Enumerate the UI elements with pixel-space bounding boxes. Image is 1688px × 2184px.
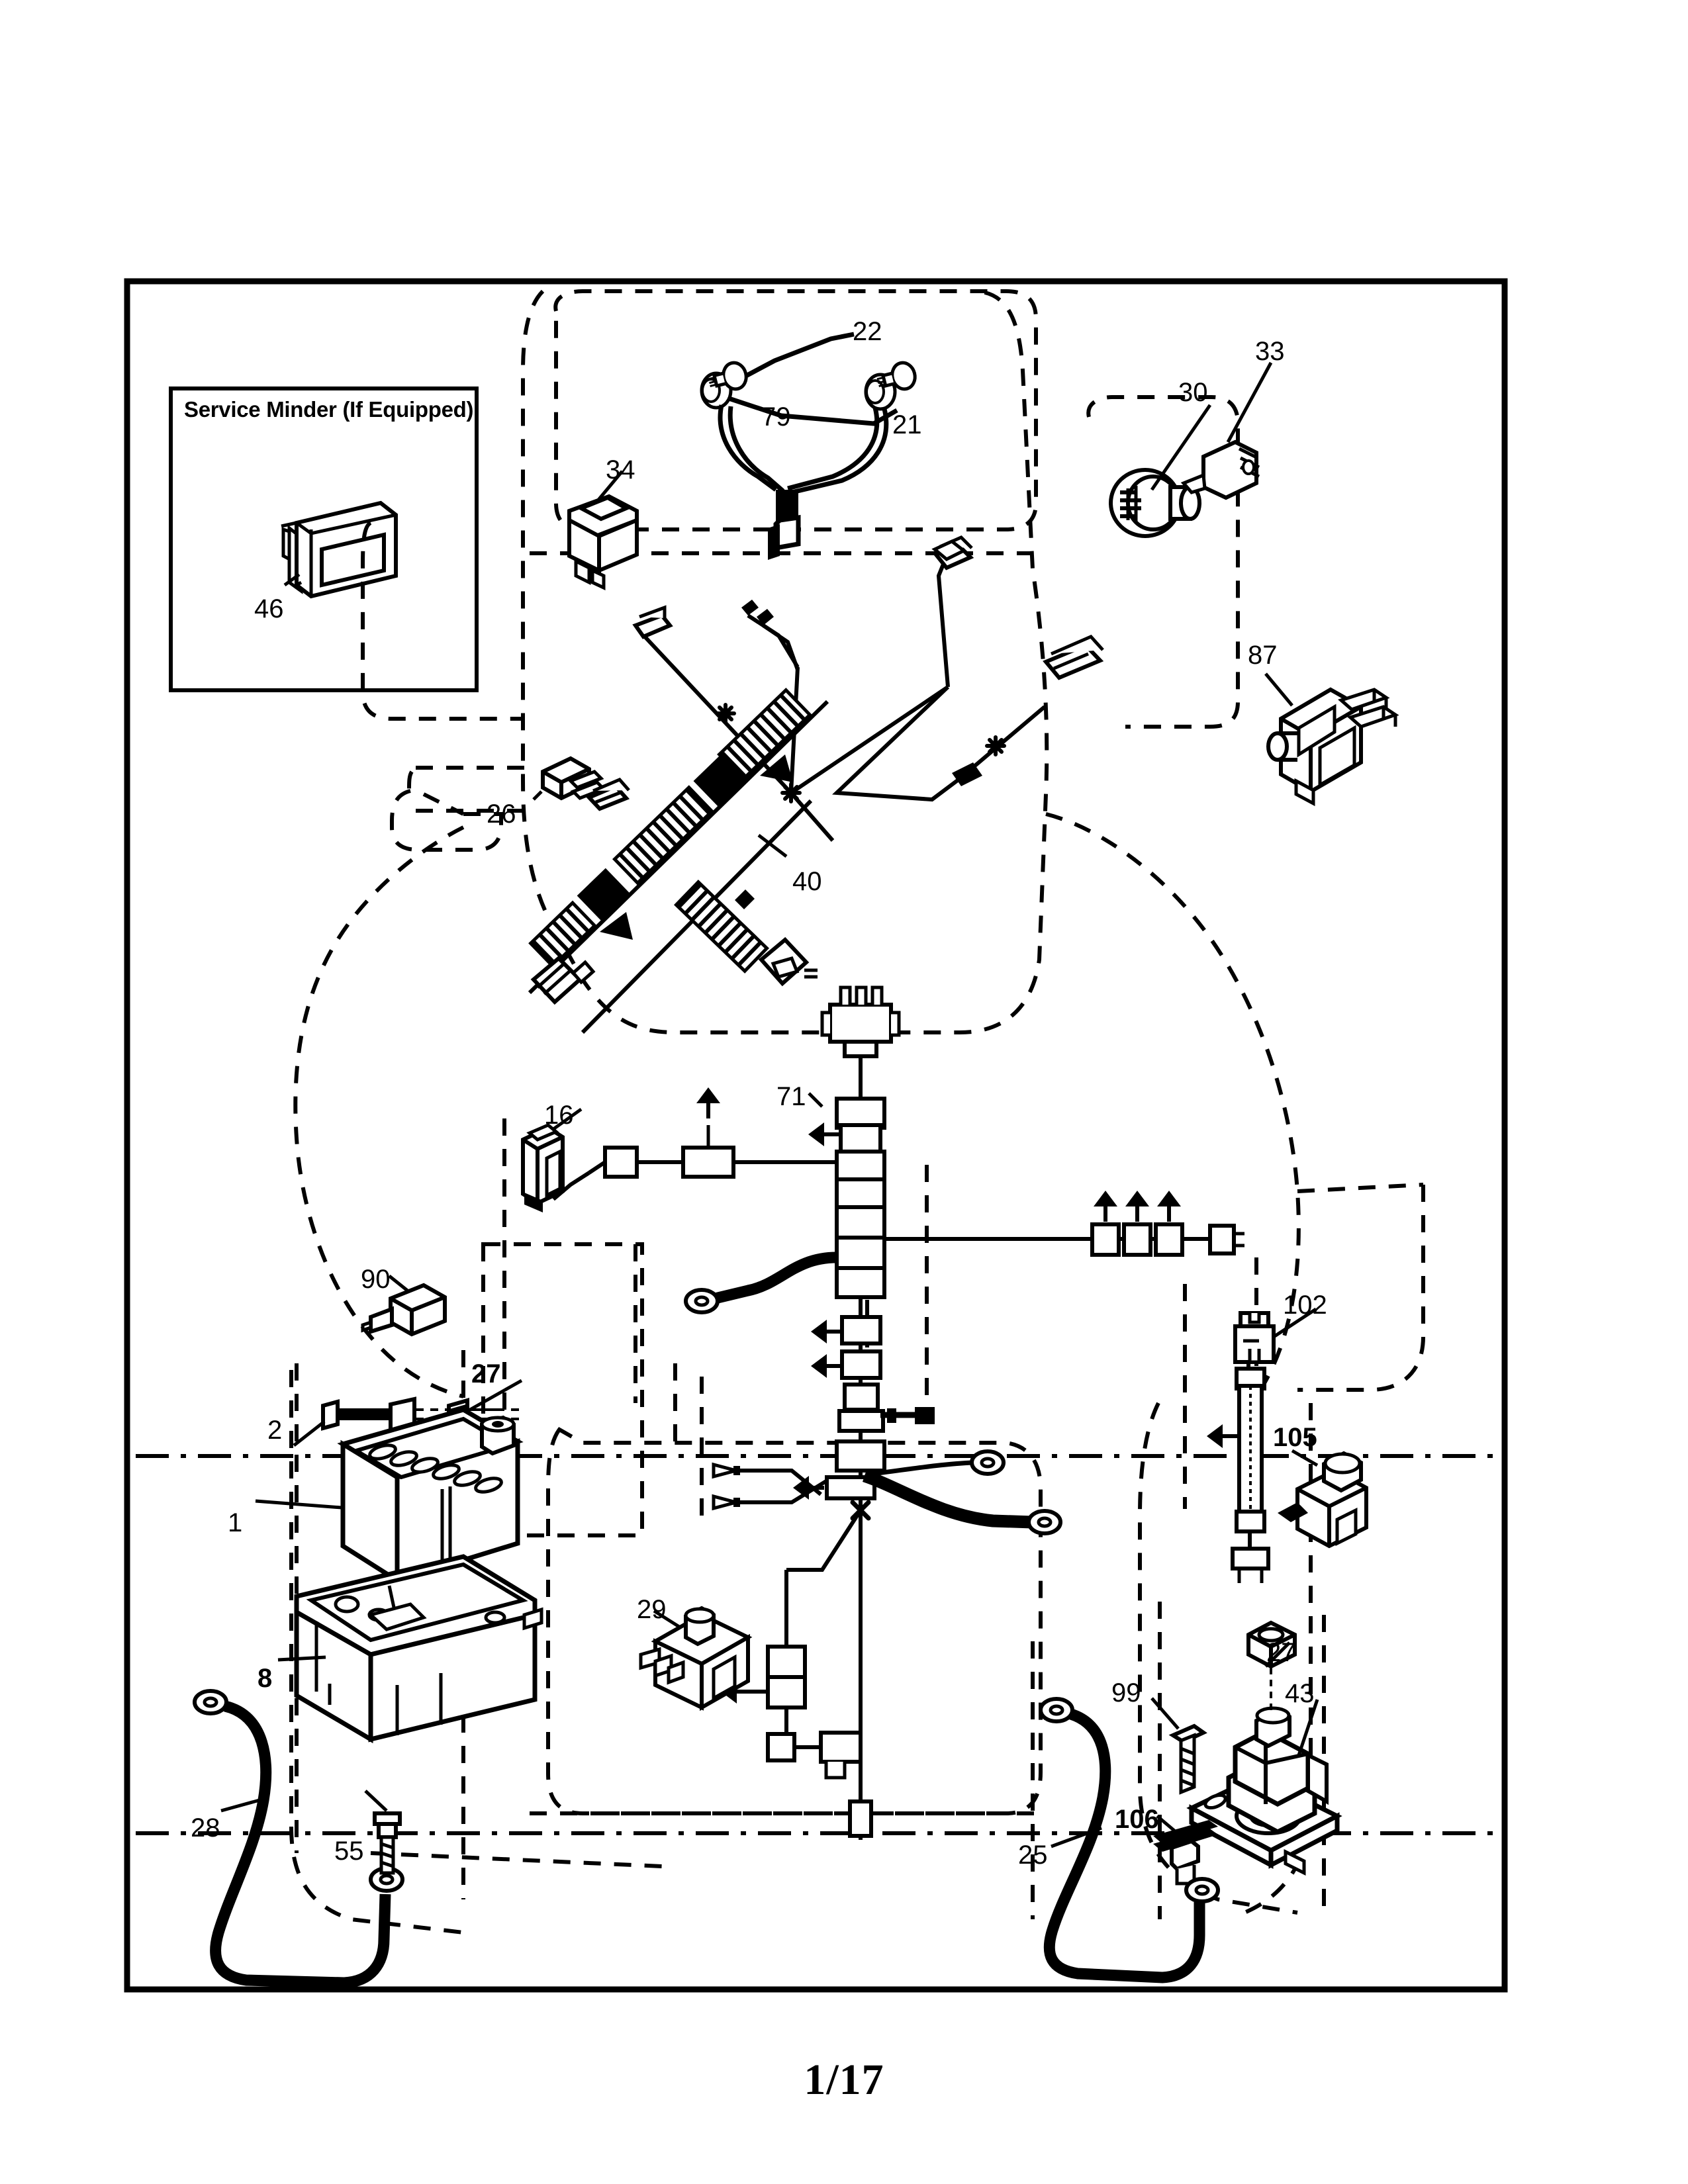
- callout-43: 43: [1285, 1679, 1315, 1708]
- callout-22: 22: [853, 317, 882, 346]
- ignition-switch-30: [1109, 404, 1212, 538]
- callout-79: 79: [761, 402, 791, 432]
- callout-102: 102: [1283, 1291, 1327, 1320]
- callout-71: 71: [776, 1082, 806, 1111]
- callout-106: 106: [1115, 1805, 1159, 1834]
- callout-27a: 27: [471, 1359, 501, 1388]
- callout-46: 46: [254, 594, 284, 623]
- service-minder-inset-box: [169, 387, 479, 692]
- callout-40: 40: [792, 867, 822, 896]
- callout-21: 21: [892, 410, 922, 439]
- clip-26: [532, 756, 607, 801]
- ground-screw-55: [364, 1790, 402, 1875]
- callout-105: 105: [1273, 1423, 1317, 1452]
- callout-99: 99: [1111, 1678, 1141, 1707]
- battery-tray-8: [277, 1554, 543, 1744]
- hood-connector-flags: [632, 535, 1104, 786]
- callout-34: 34: [606, 455, 635, 484]
- ground-cable-28: [195, 1691, 402, 1989]
- plunger-switch-29: [639, 1606, 753, 1711]
- hood-wire-branches: [643, 558, 1046, 842]
- connector-16: [521, 1107, 583, 1212]
- service-minder-inset-title: Service Minder (If Equipped): [184, 397, 474, 422]
- service-minder-module: [281, 500, 398, 599]
- battery-1: [255, 1407, 524, 1585]
- callout-26: 26: [487, 799, 516, 829]
- callout-2: 2: [267, 1416, 283, 1445]
- diagram-frame: [124, 278, 1508, 1993]
- battery-cable-25: [1041, 1699, 1218, 1983]
- callout-90: 90: [361, 1265, 391, 1294]
- callout-28: 28: [191, 1813, 220, 1843]
- solenoid-bracket-106: [1153, 1815, 1218, 1886]
- callout-29: 29: [637, 1595, 667, 1624]
- callout-87: 87: [1248, 641, 1278, 670]
- callout-16: 16: [544, 1101, 574, 1130]
- rocker-switch-34: [567, 470, 639, 590]
- connector-105: [1278, 1449, 1368, 1549]
- headlight-harness-assembly: [702, 332, 917, 560]
- callout-30: 30: [1178, 378, 1208, 407]
- starter-solenoid-43: [1186, 1620, 1342, 1876]
- solenoid-screw-99: [1150, 1697, 1207, 1795]
- callout-25: 25: [1018, 1841, 1048, 1870]
- wiring-harness-71: [552, 985, 1244, 1840]
- callout-1: 1: [228, 1508, 243, 1537]
- ignition-key-33: [1180, 361, 1273, 500]
- callout-33: 33: [1255, 337, 1285, 366]
- callout-55: 55: [334, 1837, 364, 1866]
- relay-switch-87: [1264, 672, 1399, 807]
- callout-27b: 27: [1266, 1638, 1296, 1667]
- callout-8: 8: [258, 1664, 273, 1693]
- page-number: 1/17: [804, 2056, 884, 2104]
- fuse-holder-102: [1210, 1307, 1317, 1583]
- wiring-harness-40: [528, 688, 829, 1034]
- terminal-90: [361, 1275, 447, 1337]
